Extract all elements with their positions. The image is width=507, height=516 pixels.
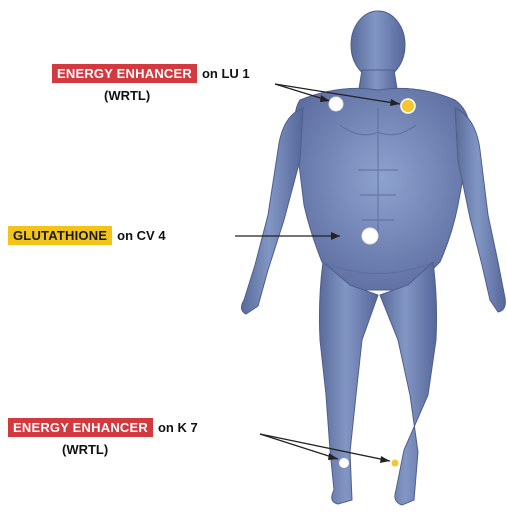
leader-k7-right [260, 434, 390, 461]
torso [295, 88, 471, 290]
left-arm [241, 108, 303, 314]
product-tag-glutathione: GLUTATHIONE [8, 226, 112, 245]
point-cv4 [362, 228, 378, 244]
point-lu1-right [401, 99, 415, 113]
left-leg [319, 262, 378, 504]
product-tag-energy-enhancer: ENERGY ENHANCER [52, 64, 197, 83]
point-k7-right [391, 459, 399, 467]
point-label-k7: on K 7 [158, 420, 198, 435]
point-label-cv4: on CV 4 [117, 228, 165, 243]
callout-lu1: ENERGY ENHANCER on LU 1 [52, 64, 250, 83]
callout-k7: ENERGY ENHANCER on K 7 [8, 418, 198, 437]
note-wrtl-k7: (WRTL) [62, 442, 108, 457]
right-arm [455, 108, 505, 312]
head [351, 11, 405, 79]
callout-cv4: GLUTATHIONE on CV 4 [8, 226, 166, 245]
point-k7-left [339, 458, 349, 468]
product-tag-energy-enhancer-k7: ENERGY ENHANCER [8, 418, 153, 437]
point-lu1-left [329, 97, 343, 111]
leader-k7-left [260, 434, 338, 459]
right-leg [380, 262, 437, 505]
note-wrtl-lu1: (WRTL) [104, 88, 150, 103]
point-label-lu1: on LU 1 [202, 66, 250, 81]
